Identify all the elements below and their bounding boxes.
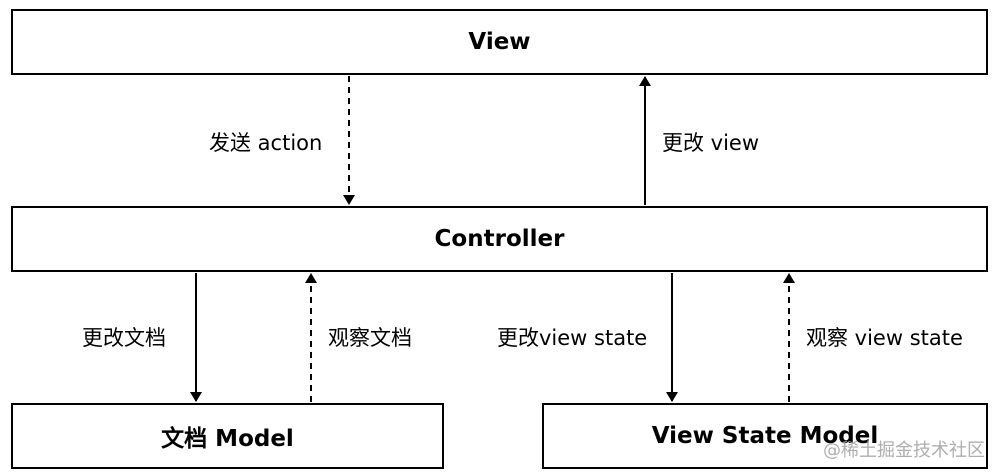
change-view-label: 更改 view [662,131,760,155]
view-box: View [11,9,988,75]
view-state-model-box-label: View State Model [651,423,879,449]
controller-box: Controller [11,206,988,272]
view-state-model-box: View State Model [542,403,988,469]
doc-model-box: 文档 Model [11,403,444,469]
doc-model-box-label: 文档 Model [161,426,294,452]
watermark: @稀土掘金技术社区 [823,440,985,461]
change-doc-label: 更改文档 [82,326,166,350]
send-action-label: 发送 action [209,131,323,155]
view-box-label: View [468,29,531,55]
controller-box-label: Controller [434,226,565,252]
change-view-state-label: 更改view state [497,326,648,350]
observe-doc-label: 观察文档 [328,326,412,350]
observe-view-state-label: 观察 view state [806,326,963,350]
